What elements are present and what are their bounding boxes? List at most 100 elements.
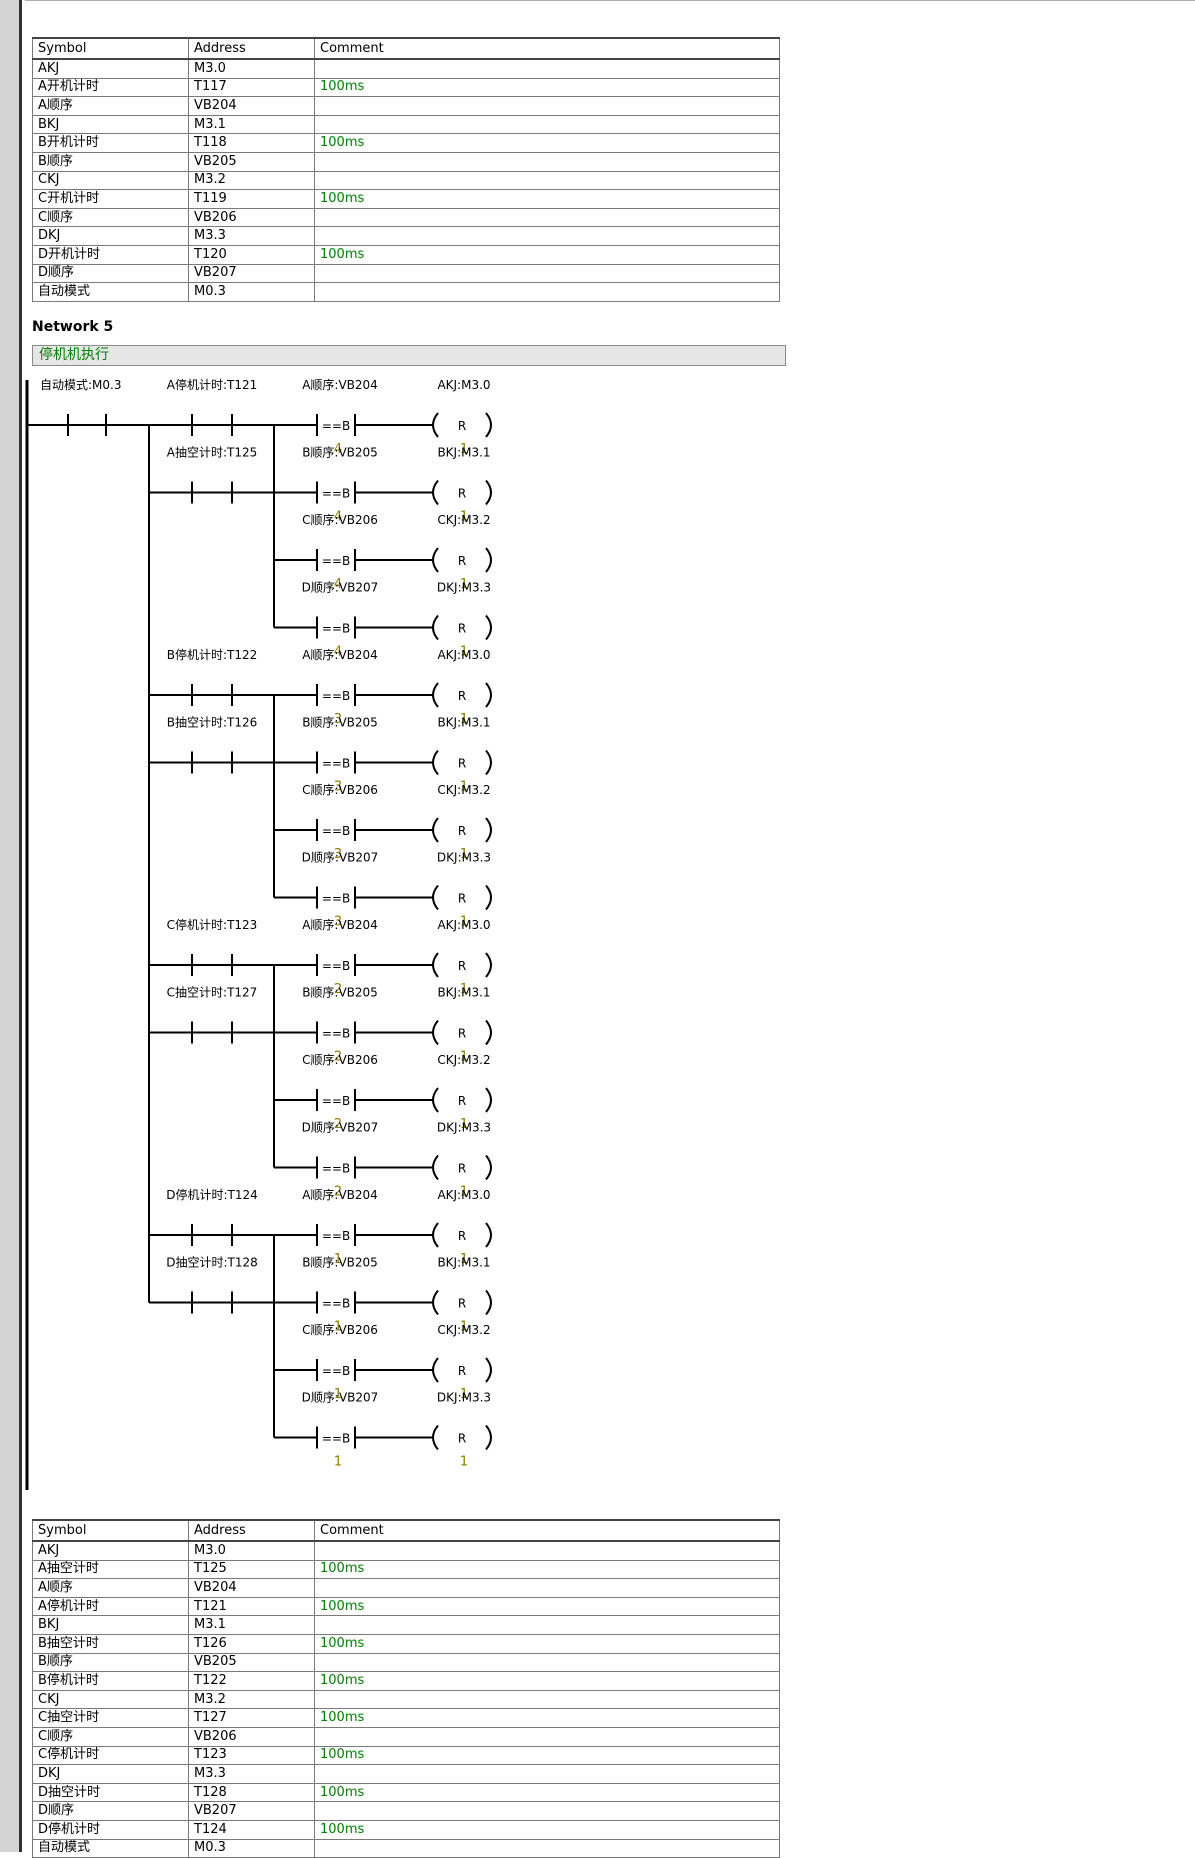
symbol-cell[interactable]: C停机计时 <box>32 1745 189 1766</box>
comment-cell[interactable]: 100ms <box>314 1819 780 1840</box>
address-cell[interactable]: M3.1 <box>188 1615 315 1635</box>
coil-left-paren[interactable] <box>432 1154 439 1181</box>
symbol-cell[interactable]: D开机计时 <box>32 244 189 265</box>
comment-cell[interactable]: 100ms <box>314 1596 780 1617</box>
coil-left-paren[interactable] <box>432 1357 439 1383</box>
contact-auto-mode[interactable] <box>67 414 107 436</box>
coil-left-paren[interactable] <box>432 547 439 573</box>
comment-cell[interactable] <box>314 263 780 284</box>
coil-right-paren[interactable] <box>485 1222 492 1248</box>
compare-contact[interactable] <box>316 954 356 976</box>
timer-contact[interactable] <box>191 684 233 706</box>
timer-contact[interactable] <box>191 751 233 774</box>
coil-left-paren[interactable] <box>432 749 439 776</box>
coil-left-paren[interactable] <box>432 1424 439 1451</box>
coil-left-paren[interactable] <box>432 884 439 911</box>
comment-cell[interactable]: 100ms <box>314 1708 780 1728</box>
address-cell[interactable]: T124 <box>188 1819 315 1840</box>
address-cell[interactable]: T126 <box>188 1633 315 1654</box>
address-cell[interactable]: T120 <box>188 244 315 265</box>
coil-right-paren[interactable] <box>485 817 492 843</box>
coil-right-paren[interactable] <box>485 952 492 978</box>
network-title[interactable]: Network 5 <box>32 319 114 335</box>
symbol-cell[interactable]: CKJ <box>32 1689 189 1710</box>
compare-contact[interactable] <box>316 1021 356 1044</box>
network-comment[interactable]: 停机机执行 <box>32 345 786 366</box>
comment-cell[interactable] <box>314 1540 780 1561</box>
address-cell[interactable]: M3.0 <box>188 58 315 79</box>
compare-contact[interactable] <box>316 481 356 504</box>
symbol-cell[interactable]: D顺序 <box>32 1801 189 1821</box>
timer-contact[interactable] <box>191 954 233 976</box>
compare-contact[interactable] <box>316 684 356 706</box>
compare-contact[interactable] <box>316 616 356 639</box>
coil-right-paren[interactable] <box>485 749 492 776</box>
compare-contact[interactable] <box>316 886 356 909</box>
compare-contact[interactable] <box>316 1291 356 1314</box>
compare-contact[interactable] <box>316 1224 356 1246</box>
coil-left-paren[interactable] <box>432 1222 439 1248</box>
timer-contact[interactable] <box>191 1021 233 1044</box>
address-cell[interactable]: M3.3 <box>188 1764 315 1784</box>
comment-cell[interactable] <box>314 58 780 79</box>
compare-contact[interactable] <box>316 1089 356 1111</box>
comment-cell[interactable]: 100ms <box>314 1633 780 1654</box>
comment-cell[interactable] <box>314 1652 780 1673</box>
comment-cell[interactable] <box>314 1838 780 1858</box>
coil-left-paren[interactable] <box>432 614 439 641</box>
compare-contact[interactable] <box>316 549 356 571</box>
symbol-cell[interactable]: D顺序 <box>32 263 189 284</box>
address-cell[interactable]: T119 <box>188 189 315 209</box>
symbol-cell[interactable]: A抽空计时 <box>32 1559 189 1580</box>
address-cell[interactable]: T125 <box>188 1559 315 1580</box>
comment-cell[interactable] <box>314 1726 780 1747</box>
coil-left-paren[interactable] <box>432 1087 439 1113</box>
comment-cell[interactable]: 100ms <box>314 1782 780 1803</box>
coil-left-paren[interactable] <box>432 412 439 438</box>
coil-left-paren[interactable] <box>432 479 439 506</box>
coil-left-paren[interactable] <box>432 817 439 843</box>
coil-right-paren[interactable] <box>485 1019 492 1046</box>
symbol-cell[interactable]: A停机计时 <box>32 1596 189 1617</box>
coil-left-paren[interactable] <box>432 952 439 978</box>
coil-right-paren[interactable] <box>485 614 492 641</box>
comment-cell[interactable] <box>314 1578 780 1598</box>
symbol-cell[interactable]: B抽空计时 <box>32 1633 189 1654</box>
coil-left-paren[interactable] <box>432 1289 439 1316</box>
coil-right-paren[interactable] <box>485 682 492 708</box>
comment-cell[interactable] <box>314 282 780 302</box>
comment-cell[interactable] <box>314 1615 780 1635</box>
compare-contact[interactable] <box>316 819 356 841</box>
coil-right-paren[interactable] <box>485 1154 492 1181</box>
symbol-cell[interactable]: AKJ <box>32 1540 189 1561</box>
symbol-cell[interactable]: BKJ <box>32 114 189 135</box>
address-cell[interactable]: T128 <box>188 1782 315 1803</box>
coil-right-paren[interactable] <box>485 1289 492 1316</box>
compare-contact[interactable] <box>316 414 356 436</box>
timer-contact[interactable] <box>191 414 233 436</box>
address-cell[interactable]: VB206 <box>188 1726 315 1747</box>
coil-right-paren[interactable] <box>485 1357 492 1383</box>
compare-contact[interactable] <box>316 1156 356 1179</box>
symbol-cell[interactable]: C抽空计时 <box>32 1708 189 1728</box>
address-cell[interactable]: M0.3 <box>188 282 315 302</box>
